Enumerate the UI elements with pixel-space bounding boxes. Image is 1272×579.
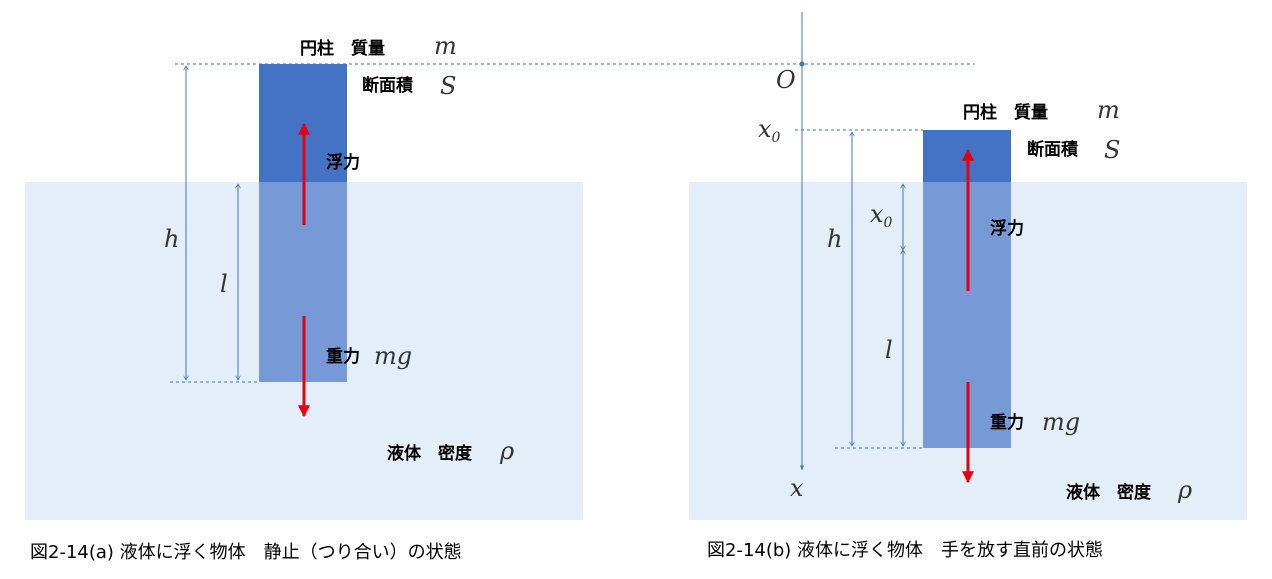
liquid-density-label-a: 液体 密度 [387,443,473,464]
x0-depth-label: x0 [870,200,893,231]
panel-b: O x0 x0 円柱 質量 m 断面積 S 浮力 重力 mg 液体 密度 ρ h… [689,12,1247,561]
density-symbol-a: ρ [499,437,514,465]
gravity-label-b: 重力 [990,412,1024,433]
buoyancy-label-b: 浮力 [990,218,1024,239]
gravity-label-a: 重力 [326,346,360,367]
h-symbol-b: h [827,225,842,253]
h-symbol-a: h [164,225,179,253]
caption-b: 図2-14(b) 液体に浮く物体 手を放す直前の状態 [707,540,1103,561]
l-symbol-b: l [885,336,893,364]
x-axis-symbol: x [790,474,804,502]
area-symbol-b: S [1104,136,1120,164]
x0-tick-sub: 0 [772,130,781,146]
area-label-b: 断面積 [1027,139,1079,160]
mass-symbol-a: m [434,32,457,60]
x0-tick-label: x0 [758,115,781,146]
cylinder-mass-label-a: 円柱 質量 [300,38,385,59]
x0-depth-var: x [870,200,884,228]
l-symbol-a: l [220,270,228,298]
cylinder-mass-label-b: 円柱 質量 [963,102,1048,123]
x0-depth-sub: 0 [884,215,893,231]
caption-a: 図2-14(a) 液体に浮く物体 静止（つり合い）の状態 [30,542,462,563]
area-label-a: 断面積 [362,75,414,96]
panel-a: 円柱 質量 m 断面積 S 浮力 重力 mg 液体 密度 ρ h l 図2-14… [25,32,975,563]
gravity-symbol-a: mg [374,342,412,370]
x0-tick-var: x [758,115,772,143]
buoyancy-label-a: 浮力 [326,152,360,173]
origin-dot [799,61,805,67]
origin-symbol: O [776,66,796,94]
gravity-symbol-b: mg [1042,408,1080,436]
liquid-density-label-b: 液体 密度 [1066,482,1152,503]
density-symbol-b: ρ [1177,476,1192,504]
area-symbol-a: S [440,72,456,100]
mass-symbol-b: m [1097,96,1120,124]
